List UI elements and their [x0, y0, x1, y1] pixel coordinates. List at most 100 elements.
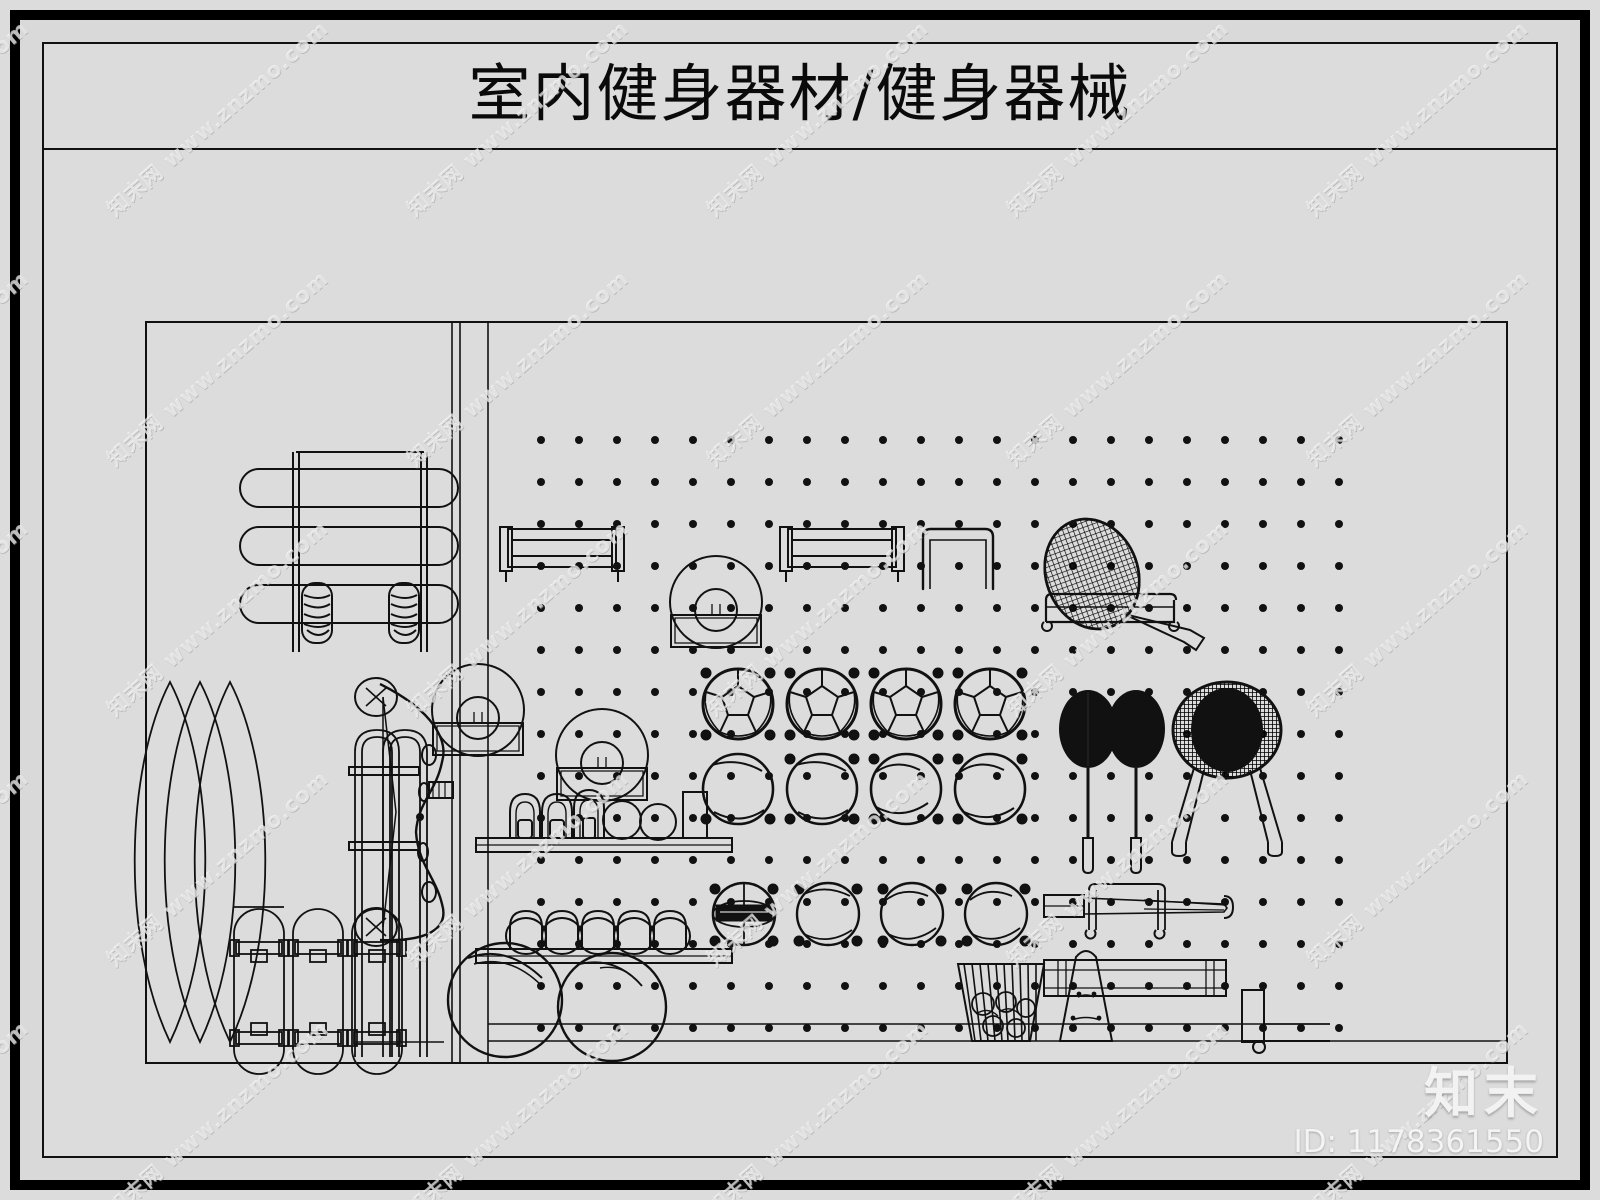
- pegboard-dot: [1259, 520, 1267, 528]
- pegboard-dot: [1107, 940, 1115, 948]
- wall-bracket-right: [921, 527, 995, 591]
- pegboard-dot: [537, 856, 545, 864]
- pegboard-dot: [651, 688, 659, 696]
- pegboard-dot: [613, 646, 621, 654]
- soccer-ball: [784, 667, 860, 741]
- pegboard-dot: [1335, 478, 1343, 486]
- pegboard-dot: [1069, 478, 1077, 486]
- pegboard-dot: [1183, 646, 1191, 654]
- pegboard-dot: [803, 478, 811, 486]
- pegboard-dot: [993, 898, 1001, 906]
- pegboard-dot: [727, 772, 735, 780]
- pegboard-dot: [575, 436, 583, 444]
- pegboard-dot: [1221, 856, 1229, 864]
- pegboard-dot: [1107, 982, 1115, 990]
- pegboard-dot: [1183, 940, 1191, 948]
- pegboard-dot: [651, 814, 659, 822]
- pegboard-dot: [689, 520, 697, 528]
- pegboard-dot: [917, 436, 925, 444]
- pegboard-dot: [1259, 856, 1267, 864]
- pegboard-dot: [955, 1024, 963, 1032]
- pegboard-dot: [651, 436, 659, 444]
- pegboard-dot: [803, 604, 811, 612]
- pegboard-dot: [651, 982, 659, 990]
- helmet-right: [555, 708, 649, 802]
- pegboard-dot: [537, 520, 545, 528]
- soccer-ball: [952, 667, 1028, 741]
- plain-ball: [952, 752, 1028, 826]
- pegboard-dot: [1335, 520, 1343, 528]
- pegboard-dot: [879, 520, 887, 528]
- pegboard-dot: [765, 1024, 773, 1032]
- pegboard-dot: [1145, 772, 1153, 780]
- pegboard-dot: [651, 772, 659, 780]
- pegboard-dot: [1031, 772, 1039, 780]
- pegboard-dot: [651, 520, 659, 528]
- pegboard-dot: [651, 604, 659, 612]
- wall-bracket-mid: [779, 526, 905, 582]
- pegboard-dot: [1069, 898, 1077, 906]
- pegboard-dot: [1031, 940, 1039, 948]
- pegboard-dot: [727, 982, 735, 990]
- pegboard-dot: [1031, 982, 1039, 990]
- pegboard-dot: [613, 856, 621, 864]
- pegboard-dot: [765, 436, 773, 444]
- pegboard-dot: [955, 520, 963, 528]
- inner-drawing-rect: [145, 321, 1508, 1064]
- basketball-strapped: [709, 881, 779, 947]
- pegboard-dot: [1145, 478, 1153, 486]
- pegboard-dot: [1031, 688, 1039, 696]
- pegboard-dot: [841, 604, 849, 612]
- pegboard-dot: [1221, 478, 1229, 486]
- pegboard-dot: [689, 478, 697, 486]
- pegboard-dot: [1297, 772, 1305, 780]
- pegboard-dot: [841, 436, 849, 444]
- pegboard-dot: [727, 436, 735, 444]
- pegboard-dot: [841, 520, 849, 528]
- pegboard-dot: [1107, 436, 1115, 444]
- pegboard-dot: [1069, 772, 1077, 780]
- pegboard-dot: [1069, 814, 1077, 822]
- pegboard-dot: [1335, 562, 1343, 570]
- pegboard-dot: [537, 772, 545, 780]
- pegboard-dot: [613, 898, 621, 906]
- pegboard-dot: [993, 520, 1001, 528]
- pegboard-dot: [879, 646, 887, 654]
- pegboard-dot: [1335, 898, 1343, 906]
- tennis-rackets: [1171, 680, 1283, 858]
- pegboard-dot: [1335, 1024, 1343, 1032]
- pegboard-dot: [993, 604, 1001, 612]
- soccer-ball: [700, 667, 776, 741]
- pegboard-dot: [1107, 772, 1115, 780]
- basketballs-row: [709, 881, 1031, 947]
- pegboard-dot: [727, 604, 735, 612]
- helmet-left: [431, 663, 525, 757]
- pegboard-dot: [1183, 436, 1191, 444]
- pegboard-dot: [1297, 436, 1305, 444]
- pegboard-dot: [537, 688, 545, 696]
- ski-boot-left: [301, 582, 333, 644]
- pegboard-dot: [841, 1024, 849, 1032]
- pegboard-dot: [955, 436, 963, 444]
- pegboard-dot: [917, 856, 925, 864]
- pegboard-dot: [575, 730, 583, 738]
- baseball-bats: [1043, 883, 1235, 940]
- page-title: 室内健身器材/健身器械: [468, 57, 1132, 130]
- badminton-rackets: [1059, 690, 1165, 875]
- pegboard-dot: [689, 688, 697, 696]
- plain-ball: [877, 881, 947, 947]
- pegboard-dot: [955, 856, 963, 864]
- pegboard-dot: [1183, 604, 1191, 612]
- pegboard-dot: [879, 772, 887, 780]
- pegboard-dot: [1107, 688, 1115, 696]
- pegboard-dot: [1297, 562, 1305, 570]
- pegboard-dot: [1145, 814, 1153, 822]
- pegboard-dot: [1069, 436, 1077, 444]
- pegboard-dot: [993, 1024, 1001, 1032]
- pegboard-dot: [993, 856, 1001, 864]
- pegboard-dot: [955, 646, 963, 654]
- pegboard-dot: [1335, 982, 1343, 990]
- pegboard-dot: [803, 646, 811, 654]
- pegboard-dot: [1259, 898, 1267, 906]
- pegboard-dot: [993, 478, 1001, 486]
